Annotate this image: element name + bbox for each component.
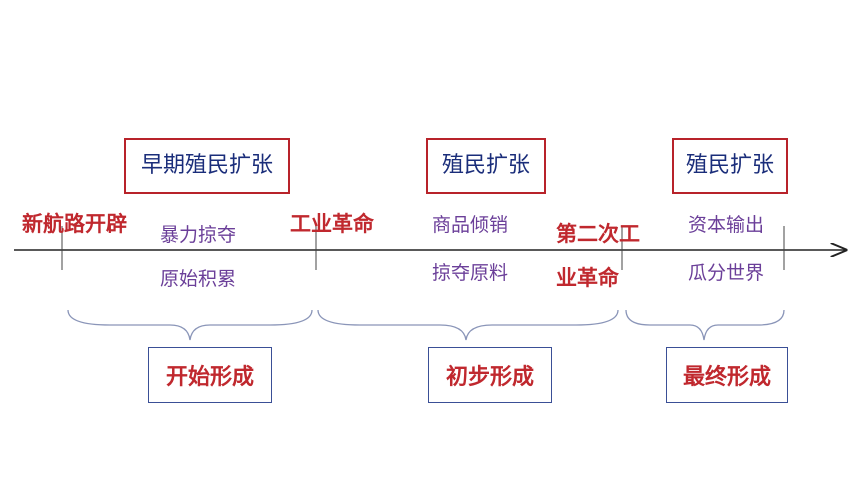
means-phase1-line2: 原始积累	[160, 268, 237, 290]
result-box-1: 开始形成	[148, 347, 272, 403]
result-box-3: 最终形成	[666, 347, 788, 403]
brace-phase-3	[625, 309, 785, 341]
means-phase2-line1: 商品倾销	[432, 214, 509, 236]
phase-label-2: 殖民扩张	[441, 153, 530, 178]
means-phase1-line1: 暴力掠夺	[160, 224, 237, 246]
result-box-2: 初步形成	[428, 347, 552, 403]
phase-label-1: 早期殖民扩张	[140, 153, 273, 178]
event-industrial-revolution: 工业革命	[290, 212, 374, 236]
event-new-route: 新航路开辟	[22, 212, 127, 236]
brace-phase-1	[67, 309, 313, 341]
phase-label-3: 殖民扩张	[685, 153, 774, 178]
phase-box-2: 殖民扩张	[426, 138, 546, 194]
result-label-2: 初步形成	[445, 365, 534, 390]
brace-phase-2	[317, 309, 619, 341]
phase-box-3: 殖民扩张	[672, 138, 788, 194]
means-phase3-line1: 资本输出	[688, 214, 765, 236]
event-second-industrial-revolution-line1: 第二次工	[556, 222, 640, 246]
phase-box-1: 早期殖民扩张	[124, 138, 290, 194]
result-label-1: 开始形成	[165, 365, 254, 390]
result-label-3: 最终形成	[682, 365, 771, 390]
means-phase3-line2: 瓜分世界	[688, 262, 765, 284]
means-phase2-line2: 掠夺原料	[432, 262, 509, 284]
event-second-industrial-revolution-line2: 业革命	[556, 266, 619, 290]
